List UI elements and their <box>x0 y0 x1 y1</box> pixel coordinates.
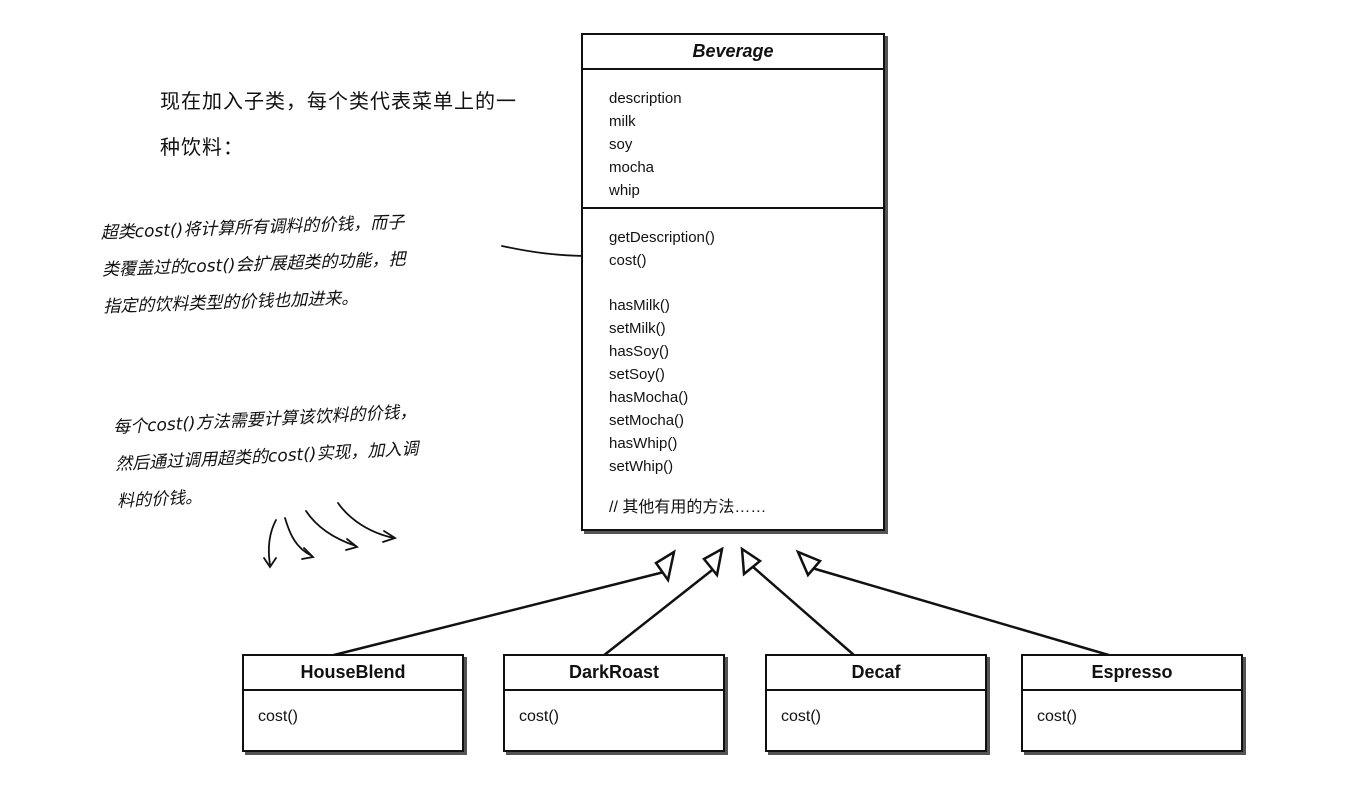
inheritance-line-decaf <box>751 565 856 657</box>
class-title: Decaf <box>767 656 985 691</box>
pointer-arrow <box>501 245 593 257</box>
inheritance-line-darkroast <box>602 566 717 657</box>
beverage-class-title: Beverage <box>583 35 883 70</box>
houseblend-class-box: HouseBlend cost() <box>242 654 464 752</box>
method-item: setMilk() <box>609 320 666 337</box>
squiggle-arrow-1 <box>268 519 277 566</box>
method-item: setWhip() <box>609 458 674 475</box>
inheritance-arrowhead-4 <box>795 549 823 578</box>
class-title: HouseBlend <box>244 656 462 691</box>
attribute-item: description <box>609 90 682 107</box>
subclass-cost-note: 每个cost()方法需要计算该饮料的价钱，然后通过调用超类的cost()实现，加… <box>112 394 421 521</box>
method-item: hasMocha() <box>609 389 689 406</box>
squiggle-arrow-3 <box>305 510 357 547</box>
inheritance-arrowhead-3 <box>740 546 763 577</box>
squiggle-arrow-4-head <box>382 530 398 543</box>
darkroast-class-box: DarkRoast cost() <box>503 654 725 752</box>
squiggle-arrow-3-head <box>345 538 359 551</box>
squiggle-arrow-2-head <box>301 547 315 560</box>
class-title: Espresso <box>1023 656 1241 691</box>
squiggle-arrow-4 <box>337 502 395 539</box>
inheritance-arrowhead-2 <box>702 546 724 578</box>
squiggle-arrow-2 <box>284 517 313 557</box>
method-item: cost() <box>519 708 559 725</box>
intro-note: 现在加入子类，每个类代表菜单上的一种饮料： <box>160 89 517 159</box>
attribute-item: milk <box>609 113 636 130</box>
decaf-class-box: Decaf cost() <box>765 654 987 752</box>
other-methods-comment: // 其他有用的方法…… <box>609 499 767 516</box>
beverage-methods: getDescription() cost() hasMilk() setMil… <box>583 209 883 519</box>
beverage-attributes: description milk soy mocha whip <box>583 70 883 209</box>
beverage-class-box: Beverage description milk soy mocha whip… <box>581 33 885 531</box>
espresso-class-box: Espresso cost() <box>1021 654 1243 752</box>
method-item: getDescription() <box>609 229 715 246</box>
method-item: hasWhip() <box>609 435 678 452</box>
attribute-item: mocha <box>609 159 655 176</box>
inheritance-line-espresso <box>811 566 1113 658</box>
method-item: cost() <box>258 708 298 725</box>
inheritance-arrowhead-1 <box>654 549 676 584</box>
attribute-item: soy <box>609 136 633 153</box>
squiggle-arrow-1-head <box>263 557 277 569</box>
method-item: cost() <box>781 708 821 725</box>
method-item: cost() <box>609 252 647 269</box>
class-title: DarkRoast <box>505 656 723 691</box>
method-item: hasMilk() <box>609 297 670 314</box>
method-item: cost() <box>1037 708 1077 725</box>
method-item: hasSoy() <box>609 343 670 360</box>
attribute-item: whip <box>609 182 640 199</box>
superclass-cost-note: 超类cost()将计算所有调料的价钱，而子类覆盖过的cost()会扩展超类的功能… <box>100 205 407 327</box>
method-item: setSoy() <box>609 366 665 383</box>
method-item: setMocha() <box>609 412 685 429</box>
inheritance-line-houseblend <box>329 570 665 658</box>
